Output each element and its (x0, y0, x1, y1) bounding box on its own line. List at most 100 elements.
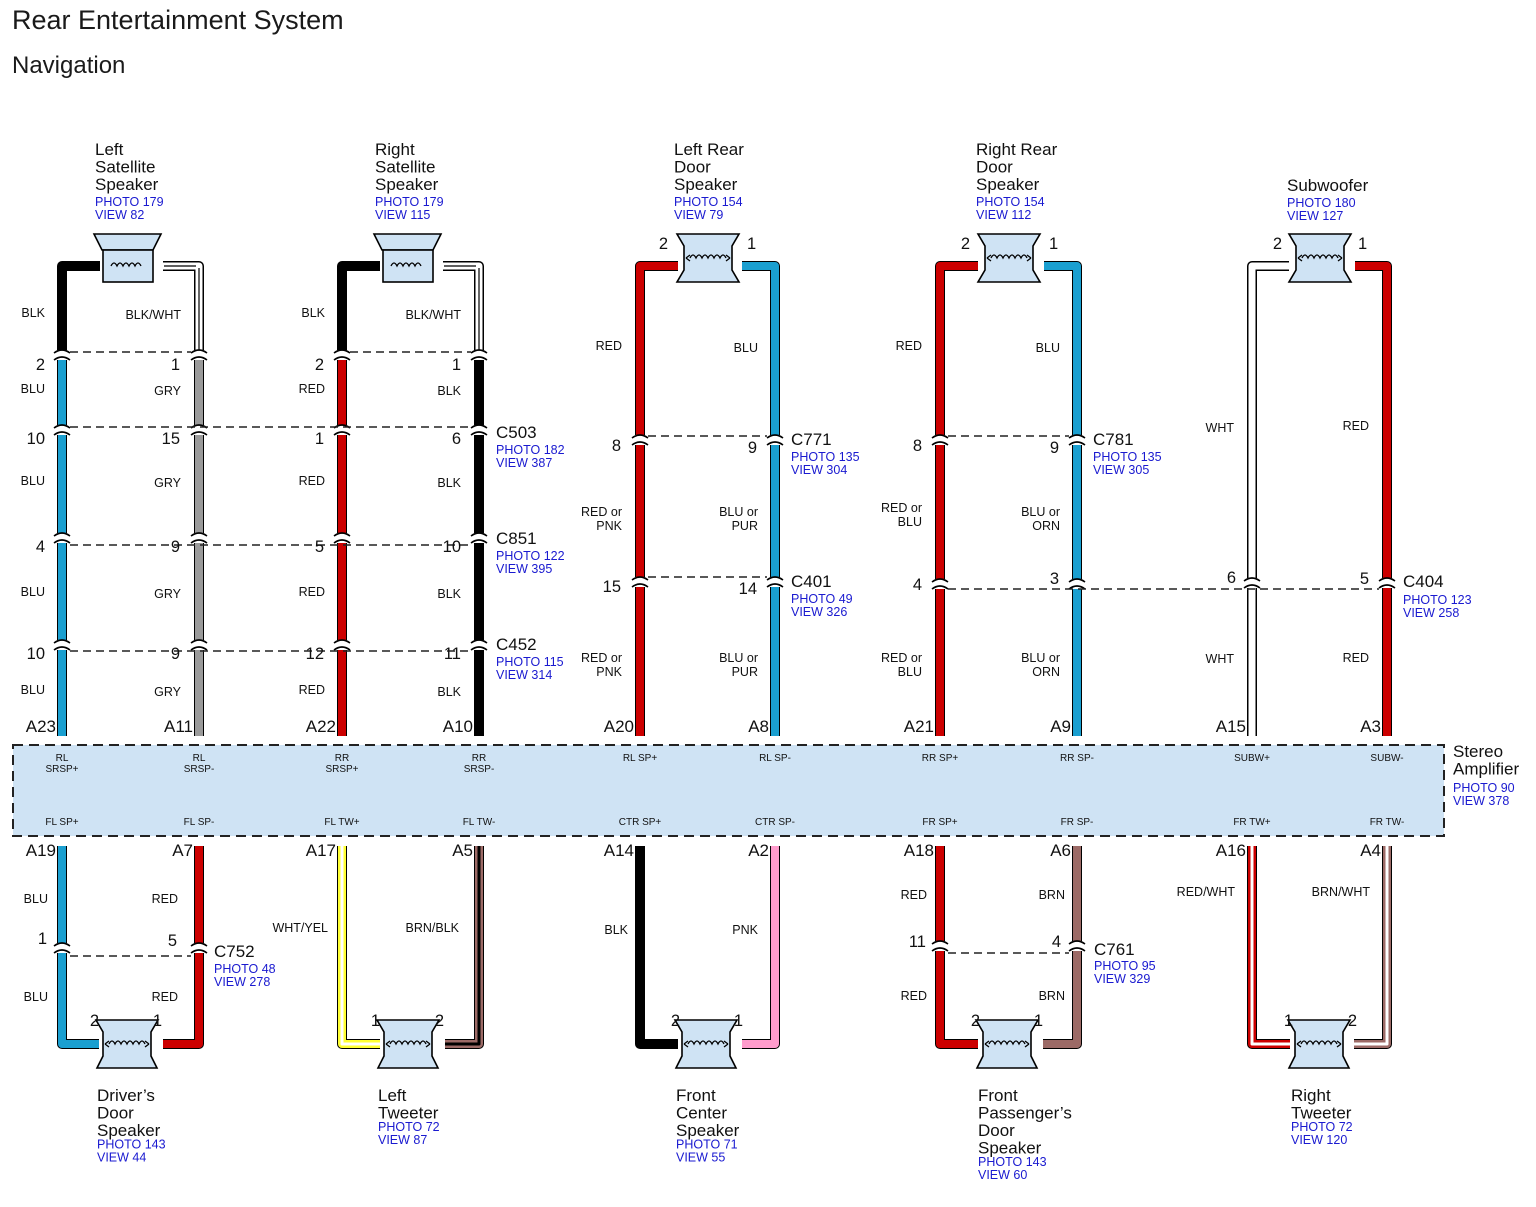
left-satellite-speaker-icon-coil (110, 262, 142, 268)
connector-break (333, 532, 351, 544)
front-passenger-door-speaker-icon-arrows (984, 1040, 1030, 1048)
amp-pin-label-top: RL (193, 753, 206, 764)
wire-ltw-brnblk (445, 846, 484, 1049)
left-satellite-speaker-icon-magnet (102, 249, 154, 283)
top-speaker-photo: PHOTO 154 (674, 195, 743, 209)
wire-right-sat-blk-fill (338, 262, 380, 355)
amp-pin-label-bottom: FL SP+ (45, 817, 78, 828)
wire-color-label: BLK (21, 306, 45, 320)
connector-pin-number: 3 (1050, 570, 1059, 588)
connector-break-arc-bottom (1243, 584, 1261, 589)
speaker-pin-number: 2 (971, 1012, 980, 1030)
connector-break-arc-top (333, 532, 351, 537)
connector-break-gap (931, 579, 949, 589)
connector-break-arc-bottom (631, 441, 649, 446)
amp-pin-label-top: RR SP+ (922, 753, 959, 764)
wire-color-label: BLK (437, 384, 461, 398)
amp-pin-label-top: SRSP+ (45, 764, 78, 775)
wire-left-sat-blk-outline (57, 261, 100, 355)
connector-break-arc-bottom (53, 949, 71, 954)
subwoofer-speaker-icon-coil (1301, 254, 1339, 260)
wire-ctr-pnk (742, 846, 780, 1049)
connector-view: VIEW 305 (1093, 463, 1149, 477)
connector-break-gap (1378, 578, 1396, 588)
connector-break-gap (931, 941, 949, 951)
connector-break (631, 434, 649, 446)
connector-break (1243, 577, 1261, 589)
connector-break-arc-top (1243, 577, 1261, 582)
amp-pin-label-bottom: CTR SP+ (619, 817, 662, 828)
connector-break (1378, 577, 1396, 589)
connector-label: C452 (496, 635, 537, 654)
connector-break (190, 942, 208, 954)
amp-pin-label-top: SRSP+ (325, 764, 358, 775)
bottom-speaker-name: Door (978, 1121, 1015, 1140)
wire-color-label: WHT (1206, 421, 1235, 435)
connector-break-gap (470, 640, 488, 650)
right-rear-door-speaker-icon-arrows (986, 254, 1032, 262)
connector-break-arc-bottom (470, 646, 488, 651)
wire-rtw-brnwht-stripe (1354, 846, 1389, 1046)
wire-color-label: RED or (881, 651, 922, 665)
wire-rtw-redwht (1247, 846, 1290, 1049)
connector-break-arc-bottom (470, 539, 488, 544)
connector-break-gap (190, 350, 208, 360)
wire-rtw-brnwht (1354, 846, 1392, 1049)
wire-fpd-red (935, 846, 978, 1049)
amp-pin-label-bottom: FR SP+ (922, 817, 957, 828)
amp-terminal-bottom: A14 (604, 841, 634, 860)
top-speaker-name: Door (674, 158, 711, 177)
connector-break-gap (631, 435, 649, 445)
speaker-pin-number: 1 (371, 1012, 380, 1030)
connector-break-arc-top (333, 639, 351, 644)
connector-pin-number: 8 (913, 437, 922, 455)
wire-drv-red (163, 846, 204, 1049)
front-passenger-door-speaker-icon-coil (988, 1040, 1026, 1046)
wire-ltw-whtyel (337, 846, 380, 1049)
connector-photo: PHOTO 182 (496, 443, 565, 457)
speaker-pin-number: 1 (1049, 235, 1058, 253)
speaker-pin-number: 2 (1348, 1012, 1357, 1030)
wire-rrd-red-fill (936, 262, 978, 736)
connector-photo: PHOTO 123 (1403, 593, 1472, 607)
wire-right-sat-blk-outline (337, 261, 380, 355)
connector-photo: PHOTO 122 (496, 549, 565, 563)
amp-terminal-top: A15 (1216, 717, 1246, 736)
left-satellite-speaker-icon-cone (92, 233, 163, 251)
connector-break (631, 576, 649, 588)
speaker-pin-number: 1 (1034, 1012, 1043, 1030)
connector-view: VIEW 326 (791, 605, 847, 619)
connector-break-arc-bottom (1378, 584, 1396, 589)
connector-break-gap (766, 435, 784, 445)
connector-photo: PHOTO 115 (496, 655, 564, 669)
connector-break-gap (190, 533, 208, 543)
wire-color-label: BLU (898, 515, 922, 529)
connector-pin-number: 9 (171, 645, 180, 663)
connector-break-arc-top (53, 424, 71, 429)
wire-color-label: RED (299, 683, 325, 697)
right-satellite-speaker-icon-magnet (382, 249, 434, 283)
stereo-amplifier-label: Amplifier (1453, 760, 1519, 779)
connector-break-arc-top (631, 434, 649, 439)
wire-color-label: RED (596, 339, 622, 353)
connector-break-arc-bottom (53, 431, 71, 436)
connector-break-arc-bottom (766, 583, 784, 588)
amp-terminal-top: A20 (604, 717, 634, 736)
top-speaker-name: Left (95, 140, 124, 159)
drivers-door-speaker-icon-coil (108, 1040, 146, 1046)
bottom-speaker-photo: PHOTO 72 (1291, 1120, 1353, 1134)
wire-color-label: BLU or (1021, 651, 1060, 665)
connector-break (766, 434, 784, 446)
drivers-door-speaker-icon (94, 1019, 160, 1069)
bottom-speaker-name: Driver’s (97, 1086, 155, 1105)
wire-color-label: RED (1343, 419, 1369, 433)
amp-terminal-top: A11 (164, 717, 193, 736)
connector-break (53, 639, 71, 651)
wire-ltw-brnblk-stripe (445, 846, 481, 1046)
connector-break-gap (766, 577, 784, 587)
wire-color-label: BLU (21, 382, 45, 396)
wire-color-label: BLU (21, 585, 45, 599)
wire-color-label: BLK (604, 923, 628, 937)
top-speaker-photo: PHOTO 154 (976, 195, 1045, 209)
connector-label: C781 (1093, 430, 1134, 449)
